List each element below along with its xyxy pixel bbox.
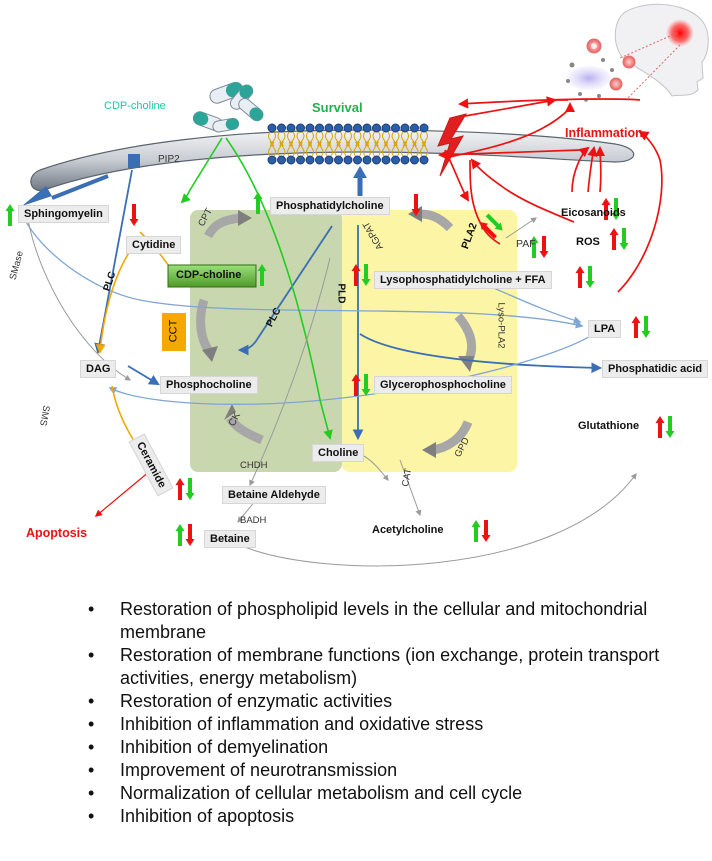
indicator-arrow: [611, 198, 621, 220]
lyso-pla2-label: Lyso-PLA2: [495, 302, 507, 349]
benefit-item: Inhibition of inflammation and oxidative…: [88, 713, 698, 736]
dag-label: DAG: [80, 360, 117, 378]
benefits-list: Restoration of phospholipid levels in th…: [88, 598, 698, 828]
indicator-arrow: [257, 264, 267, 286]
indicator-arrow: [655, 416, 665, 438]
pathway-graphic: [5, 3, 709, 567]
indicator-arrow: [665, 416, 675, 438]
sphingomyelin-label: Sphingomyelin: [18, 205, 109, 223]
indicator-arrow: [485, 213, 503, 231]
choline-label: Choline: [312, 444, 365, 462]
indicator-arrow: [129, 204, 139, 226]
cct-box: [162, 313, 186, 351]
phosphatidylcholine-label: Phosphatidylcholine: [270, 197, 390, 215]
apoptosis-label: Apoptosis: [26, 526, 88, 540]
betaine-aldehyde-label: Betaine Aldehyde: [222, 486, 326, 504]
indicator-arrow: [175, 524, 185, 546]
eicosanoids-label: Eicosanoids: [561, 207, 626, 219]
inflammation-cells-icon: [566, 38, 636, 102]
indicator-arrow: [631, 316, 641, 338]
indicator-arrow: [351, 264, 361, 286]
indicator-arrow: [481, 520, 491, 542]
chdh-label: CHDH: [240, 460, 268, 471]
indicator-arrow: [619, 228, 629, 250]
cdp-choline-capsules-icon: [192, 81, 264, 133]
lpa-label: LPA: [588, 320, 622, 338]
pip2-marker: [128, 154, 140, 168]
benefit-item: Inhibition of demyelination: [88, 736, 698, 759]
indicator-arrow: [641, 316, 651, 338]
phosphatidic-acid-label: Phosphatidic acid: [602, 360, 709, 378]
benefit-item: Restoration of membrane functions (ion e…: [88, 644, 698, 690]
indicator-arrow: [471, 520, 481, 542]
sphingomyelin-blue-arrowhead: [22, 186, 52, 206]
indicator-arrow: [480, 222, 497, 239]
head-brain-icon: [614, 3, 709, 99]
cdp-choline-pathway-diagram: CDP-choline Survival Inflammation PIP2 S…: [5, 3, 709, 567]
paf-label: PAF: [516, 238, 536, 250]
benefit-item: Normalization of cellular metabolism and…: [88, 782, 698, 805]
glycerophosphocholine-label: Glycerophosphocholine: [374, 376, 512, 394]
inflammation-label: Inflammation: [565, 126, 643, 140]
pld-label: PLD: [335, 283, 347, 304]
up-down-indicators: [5, 192, 675, 546]
indicator-arrow: [411, 194, 421, 216]
indicator-arrow: [361, 374, 371, 396]
indicator-arrow: [253, 192, 263, 214]
cdp-choline-box-label: CDP-choline: [176, 269, 242, 281]
acetylcholine-label: Acetylcholine: [372, 524, 444, 536]
indicator-arrow: [539, 236, 549, 258]
benefit-item: Restoration of phospholipid levels in th…: [88, 598, 698, 644]
indicator-arrow: [601, 198, 611, 220]
indicator-arrow: [175, 478, 185, 500]
benefit-item: Restoration of enzymatic activities: [88, 690, 698, 713]
yellow-panel: [342, 210, 517, 472]
lipid-bilayer-icon: [267, 123, 429, 165]
cdp-choline-box: [167, 264, 257, 288]
benefit-item: Improvement of neurotransmission: [88, 759, 698, 782]
indicator-arrow: [351, 374, 361, 396]
survival-label: Survival: [312, 100, 363, 115]
indicator-arrow: [585, 266, 595, 288]
pip2-label: PIP2: [158, 154, 180, 165]
indicator-arrow: [361, 264, 371, 286]
indicator-arrow: [609, 228, 619, 250]
ros-label: ROS: [576, 236, 600, 248]
indicator-arrow: [185, 524, 195, 546]
green-panel: [190, 210, 342, 472]
cct-label: CCT: [167, 319, 180, 343]
glutathione-label: Glutathione: [578, 420, 640, 432]
cdp-choline-label: CDP-choline: [104, 100, 166, 112]
indicator-arrow: [575, 266, 585, 288]
green-arrows: [180, 137, 333, 440]
lysophosphatidylcholine-label: Lysophosphatidylcholine + FFA: [374, 271, 552, 289]
cytidine-label: Cytidine: [126, 236, 182, 254]
badh-label: BADH: [240, 515, 267, 526]
indicator-arrow: [529, 236, 539, 258]
indicator-arrow: [185, 478, 195, 500]
indicator-arrow: [5, 204, 15, 226]
benefit-item: Inhibition of apoptosis: [88, 805, 698, 828]
betaine-label: Betaine: [204, 530, 256, 548]
phosphocholine-label: Phosphocholine: [160, 376, 258, 394]
